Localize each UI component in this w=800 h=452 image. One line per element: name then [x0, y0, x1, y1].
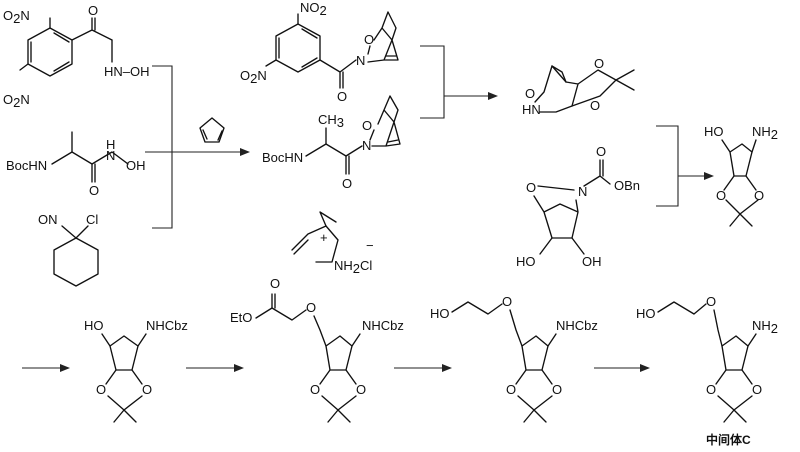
carbamate-label: NHCbz: [146, 318, 188, 333]
ether-o-label: O: [502, 294, 512, 309]
product-bocala-nitroso-cycloadduct: BocHN CH3 O N O: [262, 95, 401, 191]
acetal-o-label: O: [142, 382, 152, 397]
methyl-label: CH3: [318, 112, 344, 130]
oxazine-n-label: N: [356, 53, 365, 68]
bochn-label: BocHN: [262, 150, 303, 165]
bridge-n-label: N: [578, 184, 587, 199]
reaction-arrow-6: [394, 364, 452, 372]
hydroxamic-label: HN–OH: [104, 64, 150, 79]
reaction-arrow-5: [186, 364, 244, 372]
acetal-o-label: O: [356, 382, 366, 397]
acetal-o-label: O: [716, 188, 726, 203]
reaction-arrow-2: [420, 45, 498, 119]
reaction-arrow-7: [594, 364, 650, 372]
product-aryl-nitroso-cycloadduct: NO2 O2N O N O: [240, 0, 399, 104]
amine-label: HN: [522, 102, 541, 117]
acetal-o-label: O: [96, 382, 106, 397]
intermediate-acetonide-oxazabicycle: HN O O O: [522, 56, 635, 117]
nitro-label: O2N: [3, 92, 30, 110]
reactant-dinitrobenzohydroxamic-acid: O2N O2N O HN–OH: [3, 3, 150, 110]
oxazine-o-label: O: [525, 86, 535, 101]
hydroxyl-label: OH: [582, 254, 602, 269]
chloro-label: Cl: [86, 212, 98, 227]
bridge-o-label: O: [526, 180, 536, 195]
reaction-arrow-4: [22, 364, 70, 372]
ether-o-label: O: [706, 294, 716, 309]
carbonyl-o-label: O: [596, 144, 606, 159]
nitroso-label: ON: [38, 212, 58, 227]
acetal-o-label: O: [506, 382, 516, 397]
acetal-o-label: O: [754, 188, 764, 203]
amine-label: NH2: [752, 318, 778, 336]
ether-o-label: O: [306, 300, 316, 315]
compound-caption: 中间体C: [706, 432, 751, 447]
intermediate-ethyl-ester-ether: O EtO O NHCbz O O: [230, 276, 404, 423]
hydroxyl-label: OH: [126, 158, 146, 173]
amide-n-label: N: [106, 148, 115, 163]
reactant-boc-alanine-hydroxamic-acid: BocHN O H N OH: [6, 131, 146, 198]
benzyloxy-label: OBn: [614, 178, 640, 193]
carbonyl-o-label: O: [337, 89, 347, 104]
intermediate-amino-acetonide: HO NH2 O O: [704, 124, 778, 227]
oxazine-o-label: O: [362, 118, 372, 133]
ammonium-label: NH2Cl: [334, 258, 372, 276]
charge-plus: +: [320, 230, 328, 245]
reaction-arrow-3: [656, 125, 714, 207]
carbonyl-o-label: O: [88, 3, 98, 18]
acetal-o-label: O: [706, 382, 716, 397]
amine-label: NH2: [752, 124, 778, 142]
oxazine-n-label: N: [362, 138, 371, 153]
acetal-o-label: O: [594, 56, 604, 71]
nitro-label: O2N: [3, 8, 30, 26]
carbamate-label: NHCbz: [556, 318, 598, 333]
nitro-label: O2N: [240, 68, 267, 86]
oxazine-o-label: O: [364, 32, 374, 47]
carbonyl-o-label: O: [89, 183, 99, 198]
intermediate-cbz-oxazabicycle-diol: O N O OBn HO OH: [516, 144, 640, 269]
charge-minus: −: [366, 238, 374, 253]
acetal-o-label: O: [552, 382, 562, 397]
reaction-arrow-1: [145, 65, 250, 229]
hydroxyl-label: HO: [704, 124, 724, 139]
acetal-o-label: O: [310, 382, 320, 397]
reactant-azabicyclic-ammonium-salt: + − NH2Cl: [291, 211, 374, 276]
bochn-label: BocHN: [6, 158, 47, 173]
carbonyl-o-label: O: [342, 176, 352, 191]
carbamate-label: NHCbz: [362, 318, 404, 333]
amide-n-label: H: [106, 137, 115, 152]
hydroxyl-label: HO: [516, 254, 536, 269]
ethoxy-label: EtO: [230, 310, 252, 325]
acetal-o-label: O: [752, 382, 762, 397]
intermediate-hydroxyethyl-ether-cbz: HO O NHCbz O O: [430, 294, 598, 423]
reactant-chloronitrosocyclohexane: ON Cl: [38, 212, 99, 287]
carbonyl-o-label: O: [270, 276, 280, 291]
hydroxyl-label: HO: [84, 318, 104, 333]
hydroxyl-label: HO: [636, 306, 656, 321]
intermediate-cbz-amino-alcohol: HO NHCbz O O: [84, 318, 188, 423]
hydroxyl-label: HO: [430, 306, 450, 321]
acetal-o-label: O: [590, 98, 600, 113]
nitro-label: NO2: [300, 0, 327, 18]
intermediate-c: HO O NH2 O O 中间体C: [636, 294, 778, 447]
